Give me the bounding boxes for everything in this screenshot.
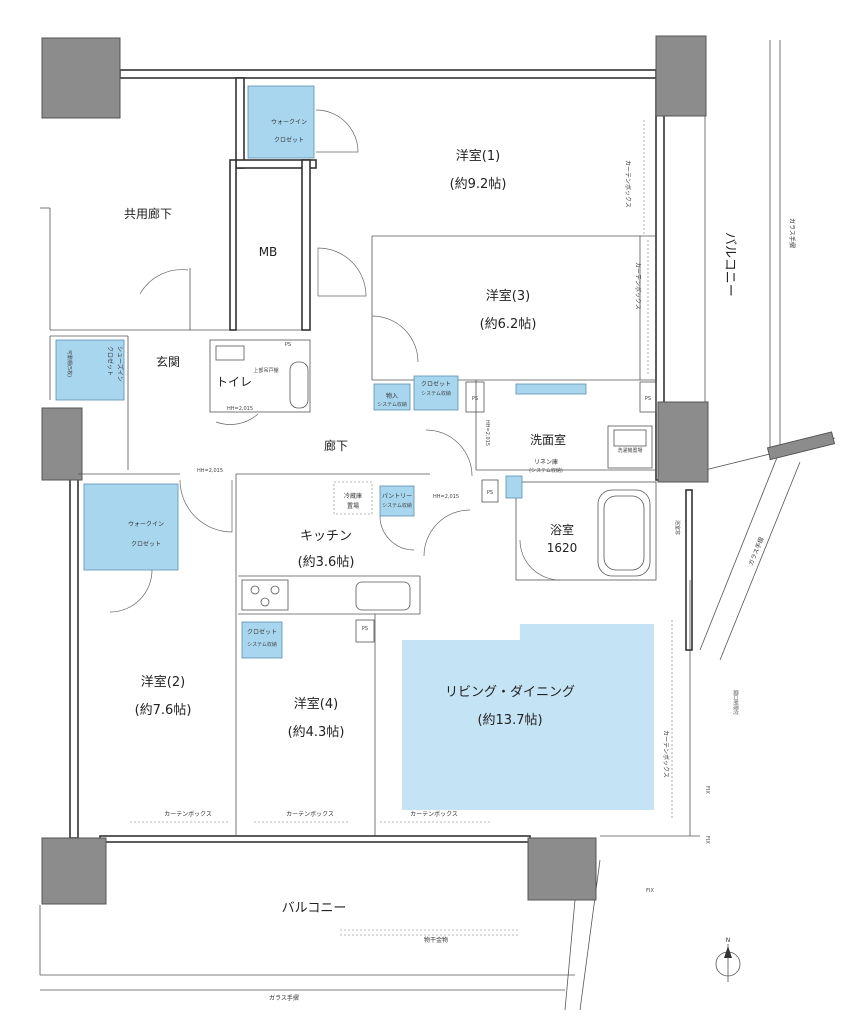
kitchen-sink [355,581,411,611]
storage-in [373,383,411,411]
hallway-label: 廊下 [324,438,348,453]
fixtures [215,345,657,643]
toilet-label: トイレ [216,375,252,389]
western4-size: (約4.3帖) [288,725,345,740]
window-note: 開口制限付 [732,690,739,715]
wash-counter [515,383,587,395]
closet-room4-sub: システム収納 [247,641,277,648]
living-floor [402,624,654,810]
washer [607,425,653,469]
western1-name: 洋室(1) [456,148,500,164]
fridge-space [333,481,373,515]
curtain-box-4: カーテンボックス [624,160,632,208]
sink-window: 浴室窓 [674,520,681,535]
washroom-label: 洗面室 [530,432,566,447]
ps-1: PS [472,396,478,402]
kitchen-name: キッチン [300,529,352,544]
glass-rail-diag: ガラス手摺 [747,536,766,567]
western4-name: 洋室(4) [294,696,338,712]
doors [109,109,561,613]
ps-5: PS [285,342,291,348]
columns [41,35,709,905]
north-arrow-icon [715,944,741,982]
balcony-bottom: バルコニー [282,901,347,916]
walkin-closet-top [247,85,315,159]
curtain-box-5: カーテンボックス [634,262,642,310]
fix-1: FIX [704,786,710,794]
fridge-line2: 置場 [347,502,359,510]
bottom-balcony [39,859,601,1011]
living-size: (約13.7帖) [477,713,542,728]
hh-wash: HH=2,015 [484,420,490,446]
hh-kitchen: HH=2,015 [433,494,459,500]
room-labels: 洋室(1) (約9.2帖) 洋室(3) (約6.2帖) 洋室(2) (約7.6帖… [124,148,577,740]
fridge-line1: 冷蔵庫 [344,492,362,500]
closet-hall-label: クロゼット [421,380,451,388]
walkin-left-line1: ウォークイン [128,520,164,528]
western3-size: (約6.2帖) [480,317,537,332]
clothes-hanger: 物干金物 [424,936,448,944]
glass-rail-right: ガラス手摺 [788,218,796,248]
walkin-left-line2: クロゼット [131,540,161,548]
curtain-box-6: カーテンボックス [662,730,670,778]
storage-in-label: 物入 [386,392,398,400]
shoes-line1: シューズイン [116,346,124,382]
walkin-top-line1: ウォークイン [271,118,307,126]
toilet-shelf: 上部吊戸棚 [253,367,278,374]
right-balcony [699,40,836,661]
toilet-bowl [289,361,309,409]
walkin-top-line2: クロゼット [274,136,304,144]
closet-hall [413,375,459,411]
western2-size: (約7.6帖) [135,703,192,718]
bathtub [597,489,651,577]
interior-walls [40,77,700,837]
hh-toilet: HH=2,015 [227,406,253,412]
storage-labels: ウォークイン クロゼット ウォークイン クロゼット シューズイン クロゼット 可… [66,118,563,648]
storage-blocks [55,85,587,659]
entrance-label: 玄関 [156,354,180,369]
kitchen-size: (約3.6帖) [298,555,355,570]
closet-room4-label: クロゼット [247,628,277,636]
stove [241,579,289,611]
hh-hall: HH=2,015 [197,468,223,474]
shoes-sub: 可動棚(5枚) [66,350,73,377]
pantry-label: パントリー [382,493,412,500]
living-name: リビング・ダイニング [445,685,575,700]
pantry-sub: システム収納 [382,502,412,509]
walkin-closet-left [83,483,179,571]
mb-label: MB [259,245,278,259]
closet-room4 [241,621,283,659]
bath-size: 1620 [547,541,578,555]
curtain-box-1: カーテンボックス [164,810,212,818]
linen-sub: (システム収納) [529,467,563,474]
linen-label: リネン庫 [534,458,558,466]
linen [505,475,523,499]
storage-in-sub: システム収納 [377,401,407,408]
western2-name: 洋室(2) [141,674,185,690]
ps-2: PS [645,396,651,402]
curtain-box-3: カーテンボックス [410,810,458,818]
fix-2: FIX [704,836,710,844]
shoes-closet [55,339,125,401]
balcony-right: バルコニー [722,232,737,297]
fix-3: FIX [646,888,654,894]
annotation-labels: カーテンボックス カーテンボックス カーテンボックス カーテンボックス カーテン… [164,160,796,1002]
washer-label: 洗濯機置場 [617,447,642,454]
shoes-line2: クロゼット [106,346,114,376]
north-label: N [726,937,731,944]
curtain-box-2: カーテンボックス [286,810,334,818]
western1-size: (約9.2帖) [450,177,507,192]
curtain-box-lines [130,120,673,823]
common-corridor-label: 共用廊下 [124,206,172,221]
ps-3: PS [487,490,493,496]
pantry [379,485,415,517]
western3-name: 洋室(3) [486,288,530,304]
glass-rail-bottom: ガラス手摺 [269,994,299,1002]
ps-4: PS [362,626,368,632]
closet-hall-sub: システム収納 [421,390,451,397]
bath-name: 浴室 [550,522,574,537]
